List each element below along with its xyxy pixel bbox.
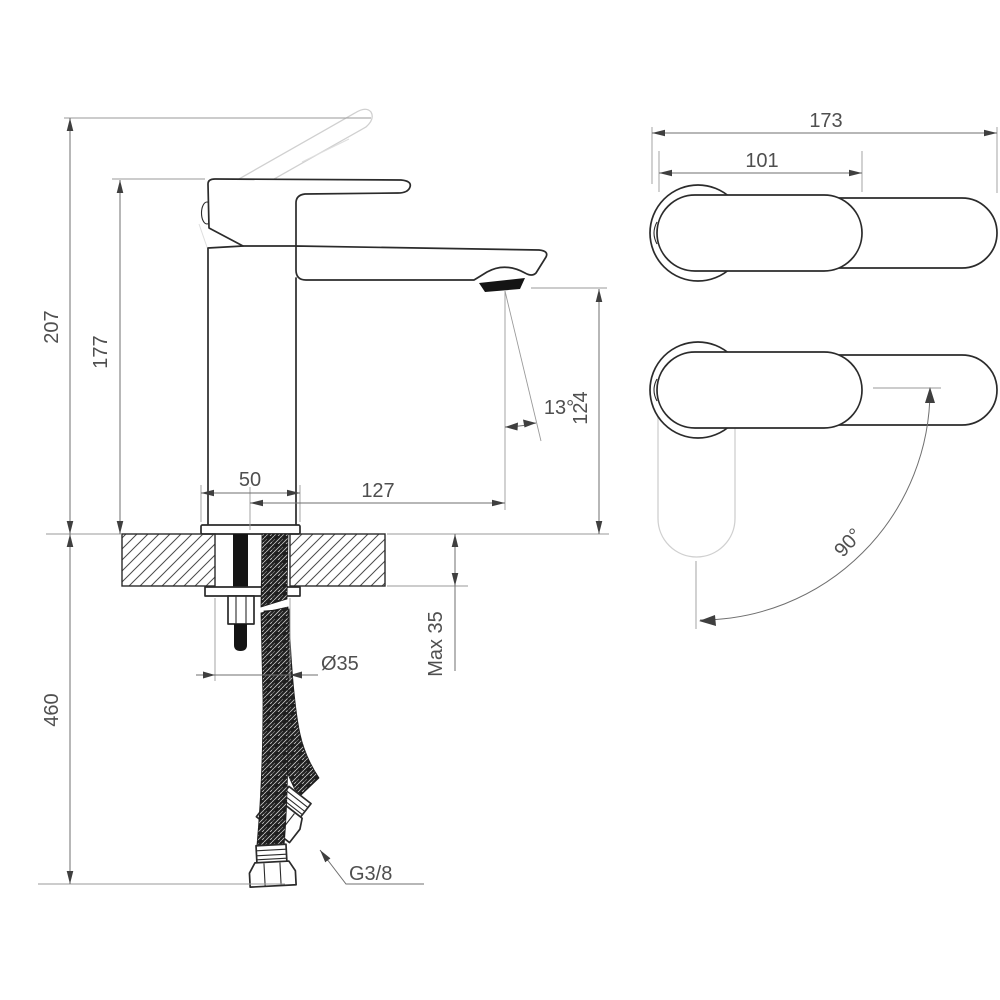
supply-hose-through-counter	[260, 533, 289, 608]
mounting-base-plate	[200, 524, 301, 535]
dim-label-total-height: 207	[41, 310, 63, 343]
handle-top-outline	[656, 194, 863, 272]
top-view-plan: 173 101	[649, 110, 998, 282]
hose-thread-callout: G3/8	[319, 849, 424, 885]
mounting-nut	[227, 595, 255, 625]
faucet-body-column	[207, 245, 297, 526]
dim-label-spout-angle: 13°	[544, 397, 574, 419]
handle-top-outline-2	[656, 351, 863, 429]
dim-label-base-width: 50	[239, 469, 261, 491]
dim-handle-length: 101	[659, 150, 862, 177]
handle-front-tip-2	[653, 378, 658, 402]
dim-spout-angle: 13°	[504, 290, 574, 510]
dim-label-spout-reach: 127	[361, 480, 394, 502]
extension-lines-swing	[695, 387, 941, 629]
dim-label-hole-diameter: Ø35	[321, 653, 359, 675]
dim-label-swing-angle: 90°	[830, 524, 867, 561]
counter-section-left	[121, 533, 216, 587]
supply-hose-left	[256, 606, 289, 847]
dim-label-body-height: 177	[90, 335, 112, 368]
spout-aerator	[479, 278, 525, 292]
extension-lines-side	[38, 117, 609, 885]
dim-overall-length: 173	[652, 110, 997, 137]
dim-total-height: 207	[41, 118, 74, 534]
dim-spout-reach: 127	[250, 480, 505, 507]
faucet-lever-head	[207, 178, 412, 247]
hose-fitting-left	[248, 843, 297, 888]
dim-counter-thickness: Max 35	[425, 534, 459, 677]
dim-label-counter-thickness: Max 35	[425, 611, 447, 677]
dim-label-handle-length: 101	[745, 150, 778, 172]
handle-front-tip	[653, 221, 658, 245]
dim-label-below-counter: 460	[41, 693, 63, 726]
dim-below-counter: 460	[41, 534, 74, 884]
dim-label-overall-length: 173	[809, 110, 842, 132]
top-view-swing: 90°	[649, 341, 998, 629]
counter-section-right	[289, 533, 386, 587]
dim-label-spout-height: 124	[570, 391, 592, 424]
side-view: 207 177 460 124 13° 50 127	[38, 108, 609, 888]
dim-hole-diameter: Ø35	[196, 653, 359, 679]
faucet-spout	[295, 245, 548, 281]
threaded-stud	[234, 624, 247, 651]
dim-spout-height: 124	[570, 289, 603, 534]
extension-lines-top	[651, 127, 998, 193]
dim-label-hose-thread: G3/8	[349, 863, 392, 885]
dim-base-width: 50	[201, 469, 300, 497]
threaded-rod	[233, 534, 248, 589]
dim-body-height: 177	[90, 180, 124, 534]
